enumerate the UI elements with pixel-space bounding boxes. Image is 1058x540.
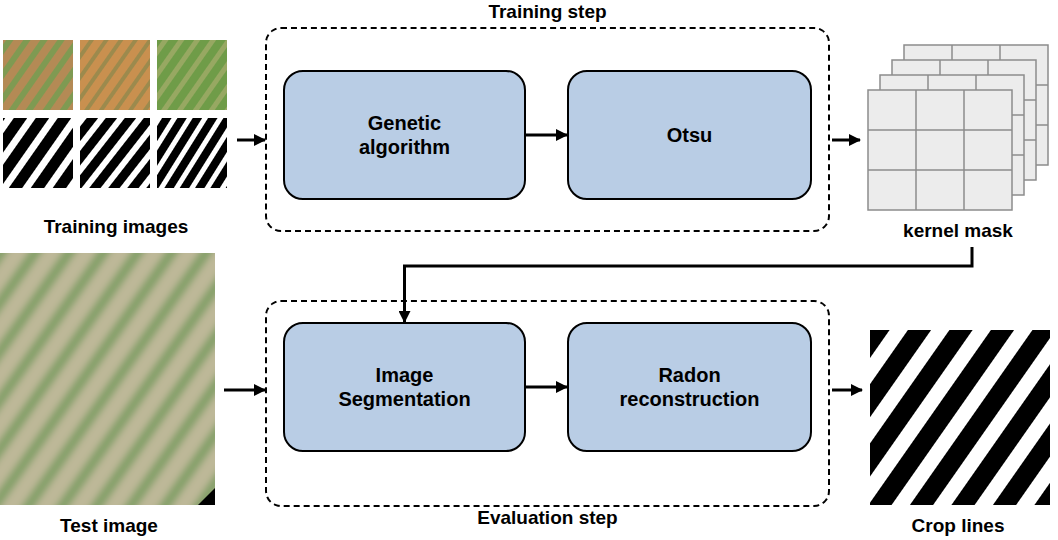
kernel-grid [868, 90, 1012, 210]
crop-lines-mask [870, 330, 1050, 505]
step-group: Training stepGenetic algorithmOtsu [265, 27, 830, 232]
flow-arrow [237, 139, 265, 142]
flow-arrow [832, 389, 862, 392]
box-label: Radon reconstruction [610, 363, 770, 411]
image-caption: kernel mask [903, 219, 1013, 245]
flow-arrow [526, 386, 567, 389]
process-box: Radon reconstruction [567, 322, 812, 452]
image-caption: Training images [44, 215, 189, 241]
image-node: kernel mask [860, 40, 1056, 245]
flow-arrow [405, 247, 973, 322]
crop-lines-picture [870, 330, 1050, 505]
image-node: Training images [0, 38, 232, 241]
grid-lines [868, 90, 1012, 210]
image-caption: Crop lines [912, 514, 1005, 540]
box-label: Image Segmentation [325, 363, 485, 411]
training-images-picture [3, 40, 227, 188]
flow-arrow [526, 134, 567, 137]
image-node: Crop lines [862, 325, 1054, 540]
field-tile [80, 40, 150, 110]
step-group: Evaluation stepImage SegmentationRadon r… [265, 300, 830, 507]
box-label: Genetic algorithm [325, 111, 485, 159]
image-caption: Test image [60, 514, 158, 540]
field-tile [157, 40, 227, 110]
process-box: Genetic algorithm [283, 70, 526, 200]
kernel-mask-picture [868, 45, 1048, 210]
process-box: Otsu [567, 70, 812, 200]
step-heading: Evaluation step [267, 506, 828, 530]
box-label: Otsu [667, 123, 713, 147]
mask-tile [157, 118, 227, 188]
kernel-layer [868, 90, 1012, 210]
field-rows [0, 253, 215, 505]
test-image-picture [0, 243, 225, 515]
flow-arrow [224, 389, 265, 392]
flow-arrow [832, 139, 860, 142]
mask-tile [80, 118, 150, 188]
mask-tile [3, 118, 73, 188]
field-tile [3, 40, 73, 110]
corner [198, 488, 215, 505]
process-box: Image Segmentation [283, 322, 526, 452]
image-node: Test image [0, 253, 218, 540]
step-heading: Training step [267, 0, 828, 24]
